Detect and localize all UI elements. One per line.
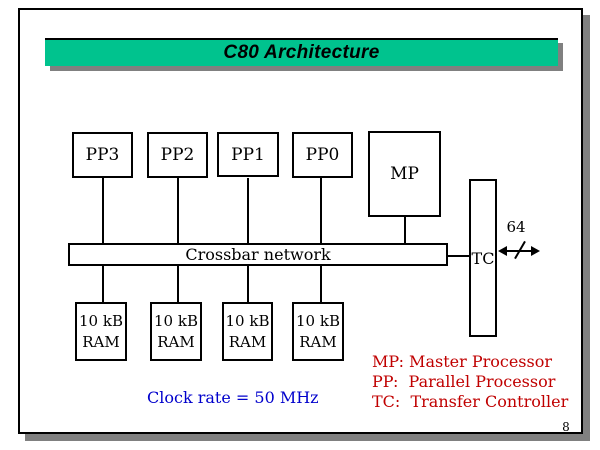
legend-line-pp: PP: Parallel Processor: [372, 372, 556, 391]
pp1-crossbar-connector: [247, 178, 249, 243]
ram4-label: RAM: [299, 332, 337, 351]
pp3-label: PP3: [85, 145, 120, 165]
slide-title: C80 Architecture: [223, 42, 380, 63]
bus-width-label: 64: [506, 218, 526, 236]
ram3-crossbar-connector: [247, 266, 249, 302]
arrowhead-right-icon: [531, 246, 540, 256]
ram4-size: 10 kB: [296, 311, 340, 330]
ram1-label: RAM: [82, 332, 120, 351]
pp2-crossbar-connector: [177, 178, 179, 243]
pp2-box: PP2: [147, 132, 208, 178]
pp2-label: PP2: [160, 145, 195, 165]
ram2-size: 10 kB: [154, 311, 198, 330]
transfer-controller-box: TC: [469, 179, 497, 337]
ram2-label: RAM: [157, 332, 195, 351]
pp3-crossbar-connector: [102, 178, 104, 243]
tc-label: TC: [471, 248, 495, 268]
ram3-label: RAM: [228, 332, 267, 351]
ram1-box: 10 kB RAM: [75, 302, 127, 361]
mp-label: MP: [390, 164, 419, 184]
ram1-size: 10 kB: [79, 311, 123, 330]
pp0-crossbar-connector: [320, 178, 322, 243]
crossbar-label: Crossbar network: [185, 245, 331, 264]
ram4-crossbar-connector: [320, 266, 322, 302]
pp0-box: PP0: [292, 132, 353, 178]
clock-rate-note: Clock rate = 50 MHz: [147, 388, 319, 407]
pp3-box: PP3: [72, 132, 133, 178]
ram2-crossbar-connector: [177, 266, 179, 302]
ram4-box: 10 kB RAM: [292, 302, 344, 361]
ram3-box: 10 kB RAM: [222, 302, 273, 361]
slide-title-bar: C80 Architecture: [45, 38, 558, 66]
ram1-crossbar-connector: [102, 266, 104, 302]
slide-frame: C80 Architecture PP3 PP2 PP1 PP0 MP TC C…: [18, 8, 583, 434]
mp-crossbar-connector: [404, 217, 406, 243]
page-number: 8: [562, 420, 570, 434]
crossbar-tc-connector: [448, 255, 469, 257]
crossbar-network-box: Crossbar network: [68, 243, 448, 266]
pp1-label: PP1: [231, 144, 265, 165]
legend-line-mp: MP: Master Processor: [372, 352, 552, 371]
pp0-label: PP0: [305, 145, 340, 165]
master-processor-box: MP: [368, 131, 441, 217]
ram2-box: 10 kB RAM: [150, 302, 202, 361]
pp1-box: PP1: [217, 132, 279, 177]
ram3-size: 10 kB: [225, 311, 270, 330]
legend-line-tc: TC: Transfer Controller: [372, 392, 569, 411]
legend: MP: Master Processor PP: Parallel Proces…: [372, 352, 568, 412]
